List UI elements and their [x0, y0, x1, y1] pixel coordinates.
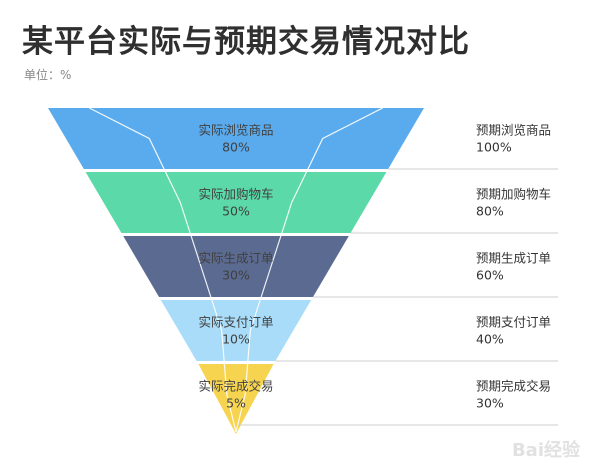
- actual-value-2: 50%: [222, 204, 250, 219]
- expected-label-5: 预期完成交易: [476, 379, 551, 394]
- funnel-band-4: [160, 300, 312, 361]
- expected-label-1: 预期浏览商品: [476, 123, 551, 138]
- actual-label-1: 实际浏览商品: [198, 123, 273, 138]
- actual-outline-right: [235, 107, 383, 433]
- expected-value-5: 30%: [476, 396, 504, 411]
- chart-subtitle: 单位：%: [24, 68, 72, 82]
- funnel-band-2: [85, 172, 387, 233]
- actual-label-2: 实际加购物车: [198, 187, 273, 202]
- expected-label-3: 预期生成订单: [476, 251, 551, 266]
- expected-label-4: 预期支付订单: [476, 315, 551, 330]
- actual-value-5: 5%: [226, 396, 246, 411]
- funnel-band-3: [123, 236, 349, 297]
- funnel-band-5: [198, 364, 274, 434]
- expected-value-3: 60%: [476, 268, 504, 283]
- chart-title: 某平台实际与预期交易情况对比: [22, 24, 470, 60]
- actual-label-5: 实际完成交易: [198, 379, 273, 394]
- funnel-band-1: [48, 108, 424, 169]
- actual-value-3: 30%: [222, 268, 250, 283]
- expected-label-2: 预期加购物车: [476, 187, 551, 202]
- actual-outline-left: [89, 107, 237, 433]
- expected-value-1: 100%: [476, 140, 512, 155]
- expected-value-2: 80%: [476, 204, 504, 219]
- expected-value-4: 40%: [476, 332, 504, 347]
- watermark-logo: Bai经验: [511, 440, 580, 461]
- actual-label-4: 实际支付订单: [198, 315, 273, 330]
- actual-value-1: 80%: [222, 140, 250, 155]
- actual-label-3: 实际生成订单: [198, 251, 273, 266]
- actual-value-4: 10%: [222, 332, 250, 347]
